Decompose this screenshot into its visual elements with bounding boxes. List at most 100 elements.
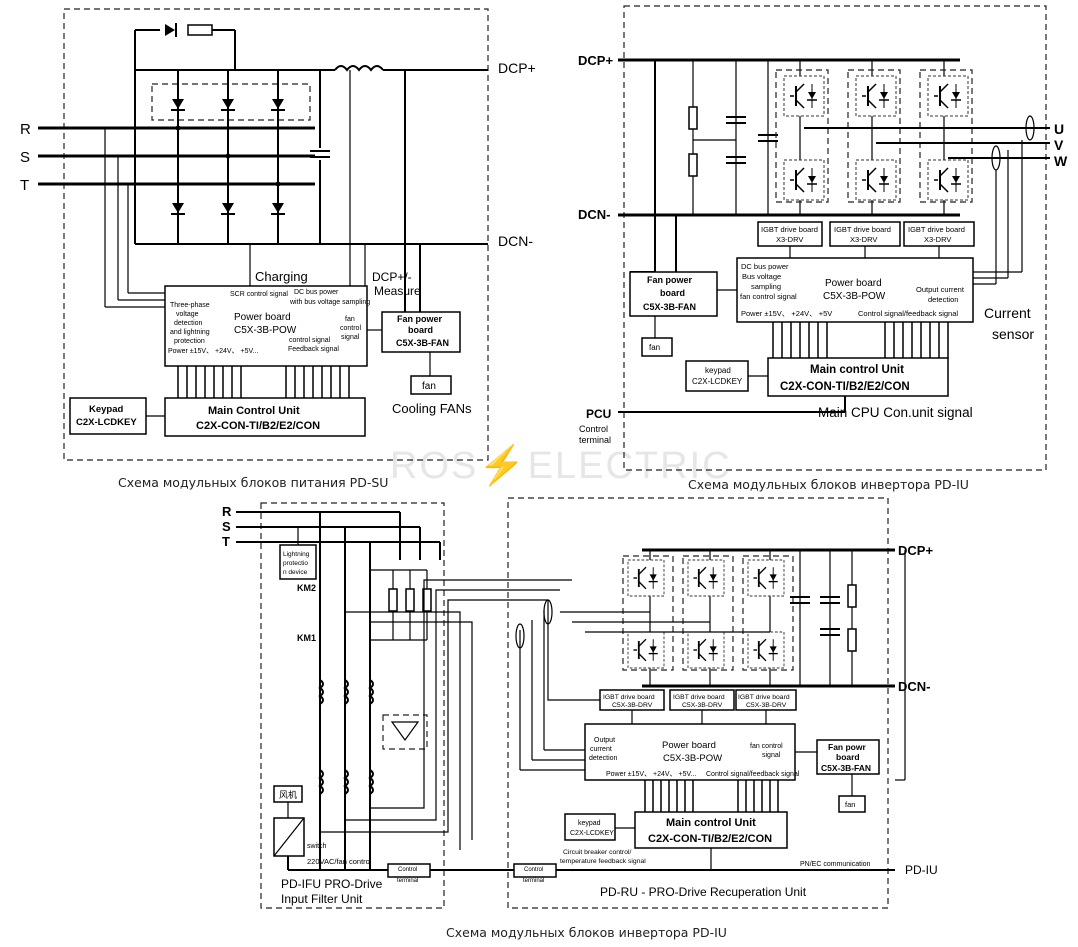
output-current-label-3: detection (589, 755, 618, 762)
ifu-label-1: PD-IFU PRO-Drive (281, 877, 383, 891)
igbt-board-1-model: C5X-3B-DRV (612, 702, 653, 709)
main-control-unit-label: Main Control Unit (208, 405, 300, 417)
switch-label: switch (307, 843, 327, 850)
main-control-unit-model: C2X-CON-TI/B2/E2/CON (780, 381, 910, 393)
igbt-board-2-model: X3-DRV (850, 235, 877, 244)
km1-label: KM1 (297, 633, 316, 643)
phase-r-label: R (20, 121, 31, 138)
fan-power-board-label-3: C5X-3B-FAN (643, 302, 696, 312)
igbt-board-2-label: IGBT drive board (673, 694, 725, 701)
output-current-label-1: Output current (916, 285, 965, 294)
igbt-board-3-model: C5X-3B-DRV (746, 702, 787, 709)
watermark: ROS⚡ELECTRIC (390, 443, 732, 488)
keypad-label: Keypad (89, 404, 124, 415)
igbt-board-3-label: IGBT drive board (738, 694, 790, 701)
output-u-label: U (1054, 121, 1064, 137)
feedback-signal-label: Feedback signal (288, 346, 339, 353)
dcp-label: DCP+ (498, 60, 536, 76)
pcu-terminal-label: terminal (579, 435, 611, 445)
phase-r-label: R (222, 504, 232, 519)
keypad-label: keypad (578, 820, 601, 827)
dc-bus-label-3: sampling (751, 282, 781, 291)
circuit-breaker-label-1: Circuit breaker control/ (563, 849, 631, 856)
phase-s-label: S (222, 519, 231, 534)
fan-control-label-1: fan control (750, 743, 783, 750)
main-cpu-signal-label: Main CPU Con.unit signal (818, 405, 973, 420)
power-board-label: Power board (825, 278, 882, 289)
output-v-label: V (1054, 137, 1064, 153)
fan-power-board-label-3: C5X-3B-FAN (821, 763, 871, 773)
control-signal-label: control signal (289, 337, 331, 344)
caption-pd-iu-2: Схема модульных блоков инвертора PD-IU (446, 925, 727, 940)
fan-power-board-label-1: Fan power (397, 314, 443, 324)
fan-control-label-1: fan (345, 316, 355, 323)
igbt-board-2-model: C5X-3B-DRV (682, 702, 723, 709)
dcn-label: DCN- (898, 679, 931, 694)
fan-cn-label: 风机 (279, 789, 297, 800)
phase-s-label: S (20, 149, 30, 166)
fan-control-label-2: control (340, 325, 361, 332)
fan-control-label-2: signal (762, 752, 781, 759)
control-terminal-1-label: Control (398, 867, 417, 873)
phase-t-label: T (222, 534, 230, 549)
pcu-label: PCU (586, 407, 611, 421)
igbt-board-1-label: IGBT drive board (603, 694, 655, 701)
power-board-model: C5X-3B-POW (663, 753, 722, 764)
power-board-model: C5X-3B-POW (823, 291, 886, 302)
power-board-model: C5X-3B-POW (234, 325, 297, 336)
fan-label: fan (845, 800, 855, 809)
control-terminal-1-sub: terminal (397, 878, 418, 884)
dcp-label: DCP+ (578, 53, 613, 68)
control-terminal-2-sub: terminal (523, 878, 544, 884)
power-rails-label: Power ±15V、 +24V、 +5V (741, 309, 832, 318)
dc-bus-label-4: fan control signal (740, 292, 797, 301)
ru-label: PD-RU - PRO-Drive Recuperation Unit (600, 885, 807, 899)
vac-label: 220VAC/fan control (307, 857, 372, 866)
dc-bus-label-1: DC bus power (741, 262, 789, 271)
keypad-label: keypad (705, 366, 731, 375)
dc-bus-label-2: with bus voltage sampling (289, 299, 370, 306)
fan-label: fan (422, 381, 436, 392)
main-control-unit-label: Main control Unit (666, 817, 756, 829)
km2-label: KM2 (297, 583, 316, 593)
main-control-unit-model: C2X-CON-TI/B2/E2/CON (196, 420, 320, 432)
output-current-label-2: detection (928, 295, 958, 304)
main-control-unit-model: C2X-CON-TI/B2/E2/CON (648, 833, 772, 845)
fan-power-board-label-1: Fan powr (828, 742, 866, 752)
scr-signal-label: SCR control signal (230, 291, 288, 298)
power-rails-label: Power ±15V、 +24V、 +5V... (168, 348, 258, 355)
three-phase-label-3: detection (174, 320, 203, 327)
current-sensor-label-1: Current (984, 305, 1031, 321)
fan-power-board-label-1: Fan power (647, 275, 693, 285)
fan-power-board-label-2: board (660, 288, 685, 298)
power-board-label: Power board (662, 740, 716, 751)
power-board-label: Power board (234, 312, 291, 323)
pcu-control-label: Control (579, 424, 608, 434)
three-phase-label-1: Three-phase (170, 302, 210, 309)
dcp-label: DCP+ (898, 543, 933, 558)
phase-t-label: T (20, 177, 29, 194)
caption-pd-su: Схема модульных блоков питания PD-SU (118, 475, 388, 490)
dcn-label: DCN- (578, 207, 611, 222)
pnec-label: PN/EC communication (800, 861, 871, 868)
dcp-measure-label-2: Measure (374, 284, 421, 298)
fan-power-board-label-2: board (408, 325, 433, 335)
main-control-unit-label: Main control Unit (810, 364, 904, 376)
igbt-board-2-label: IGBT drive board (834, 225, 891, 234)
lightning-label-3: n device (283, 569, 308, 576)
fan-label: fan (649, 343, 660, 352)
cooling-fans-label: Cooling FANs (392, 401, 472, 416)
power-rails-label: Power ±15V、 +24V、 +5V... (606, 771, 696, 778)
igbt-board-3-model: X3-DRV (924, 235, 951, 244)
fan-power-board-label-2: board (836, 752, 860, 762)
current-sensor-label-2: sensor (992, 326, 1034, 342)
output-w-label: W (1054, 153, 1068, 169)
caption-pd-iu: Схема модульных блоков инвертора PD-IU (688, 477, 969, 492)
circuit-breaker-label-2: temperature feedback signal (560, 858, 646, 865)
keypad-model: C2X-LCDKEY (570, 830, 614, 837)
fan-control-label-3: signal (341, 334, 360, 341)
igbt-board-1-label: IGBT drive board (761, 225, 818, 234)
lightning-label-2: protectio (283, 560, 308, 567)
dcp-measure-label: DCP+/- (372, 270, 412, 284)
